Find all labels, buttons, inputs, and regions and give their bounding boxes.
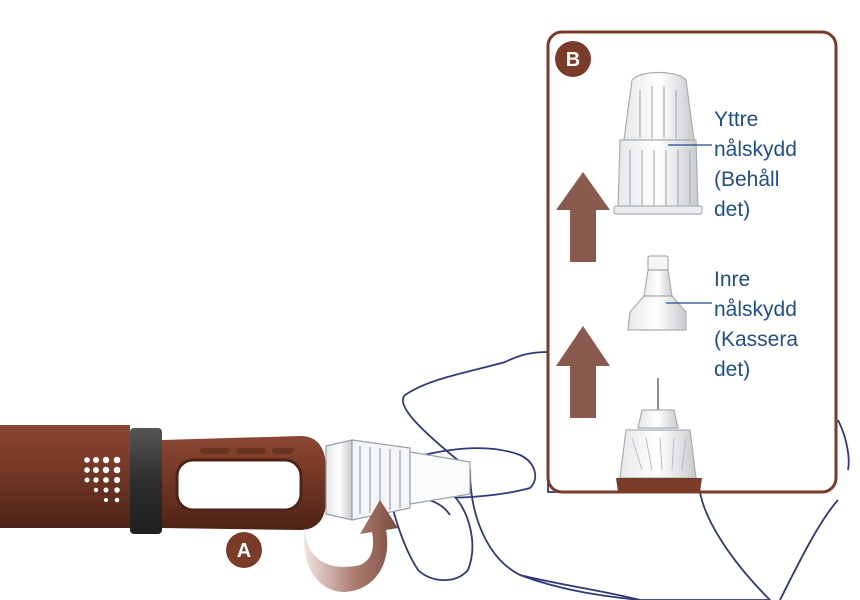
inner-cap-label: Inre nålskydd (Kassera det) bbox=[714, 268, 804, 381]
outer-cap-label-line: Yttre bbox=[714, 108, 758, 131]
outer-cap-label-line: (Behåll bbox=[714, 168, 779, 191]
cartridge-window bbox=[175, 458, 303, 512]
outer-cap-label-line: nålskydd bbox=[714, 138, 797, 161]
detail-panel-b: B bbox=[546, 30, 838, 494]
svg-text:B: B bbox=[566, 49, 580, 71]
inner-cap-label-line: (Kassera bbox=[714, 328, 798, 351]
outer-needle-cap bbox=[613, 71, 703, 215]
inner-needle-cap bbox=[627, 255, 687, 331]
pen-tip bbox=[616, 478, 702, 492]
outer-cap-label: Yttre nålskydd (Behåll det) bbox=[714, 108, 803, 221]
svg-text:A: A bbox=[237, 540, 251, 562]
needle-hub-on-pen bbox=[616, 378, 702, 492]
inner-cap-label-line: nålskydd bbox=[714, 298, 797, 321]
inner-cap-label-line: Inre bbox=[714, 268, 750, 291]
outer-cap-label-line: det) bbox=[714, 198, 750, 221]
pen-band bbox=[130, 428, 162, 534]
needle-cap-on-pen bbox=[325, 439, 471, 521]
insulin-pen bbox=[0, 425, 326, 534]
up-arrow-icon bbox=[556, 326, 610, 418]
step-badge-b: B bbox=[555, 41, 591, 77]
dose-dot-pattern bbox=[84, 456, 121, 503]
curved-rotate-arrow-icon bbox=[304, 500, 398, 592]
inner-cap-label-line: det) bbox=[714, 358, 750, 381]
step-badge-a: A bbox=[226, 532, 262, 568]
up-arrow-icon bbox=[556, 172, 610, 262]
pen-body bbox=[0, 425, 130, 528]
